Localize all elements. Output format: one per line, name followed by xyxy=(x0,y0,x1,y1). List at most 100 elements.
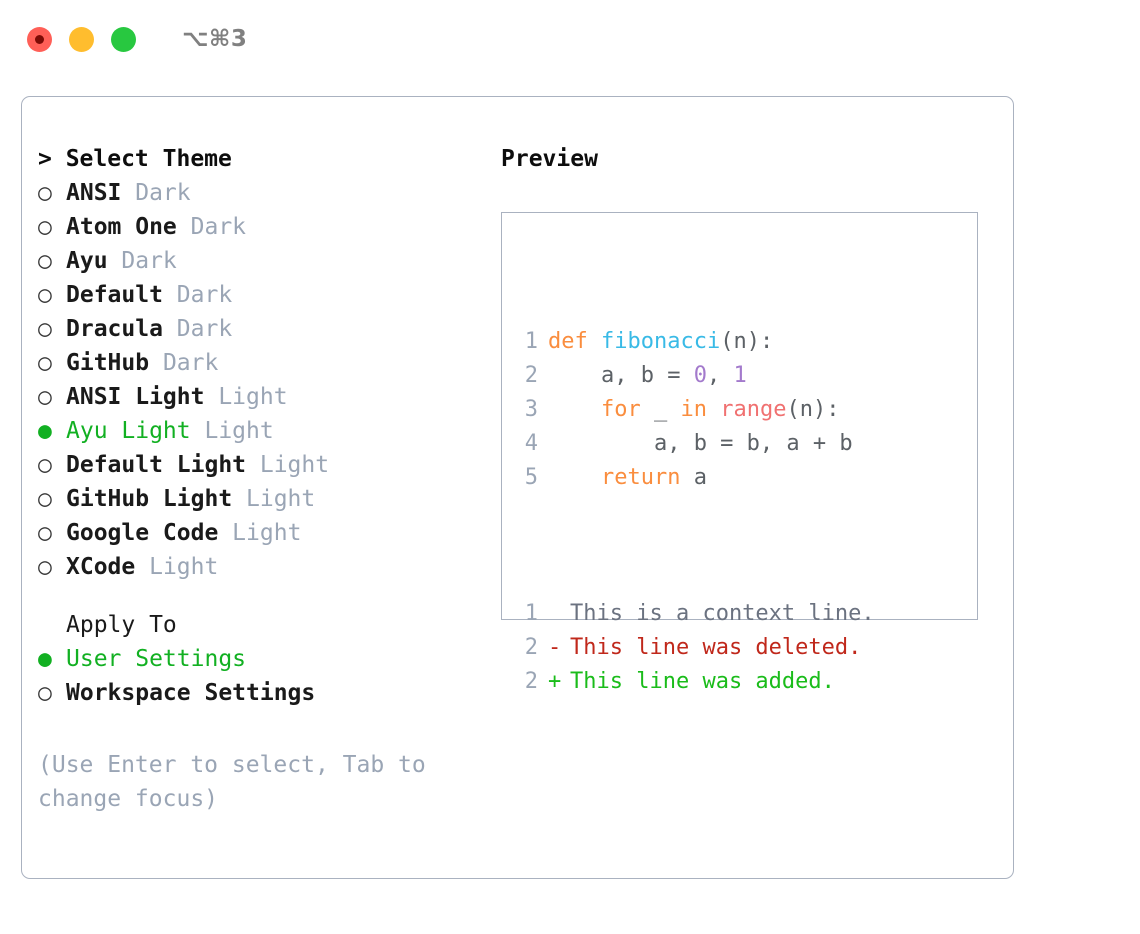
code-line: 3 for _ in range(n): xyxy=(516,393,875,427)
radio-unselected-icon: ○ xyxy=(38,180,52,206)
close-button-icon[interactable] xyxy=(27,26,52,52)
code-token: fibonacci xyxy=(601,329,721,354)
radio-unselected-icon: ○ xyxy=(38,316,52,342)
code-token xyxy=(548,465,601,490)
line-number: 3 xyxy=(524,397,538,422)
line-number: 5 xyxy=(524,465,538,490)
radio-unselected-icon: ○ xyxy=(38,248,52,274)
radio-unselected-icon: ○ xyxy=(38,554,52,580)
theme-variant-tag: Light xyxy=(204,384,288,410)
theme-option-github[interactable]: ○GitHub Dark xyxy=(38,346,468,380)
traffic-light-buttons xyxy=(27,26,136,52)
diff-lines: 1 This is a context line.2-This line was… xyxy=(516,597,875,699)
code-line: 1 def fibonacci(n): xyxy=(516,325,875,359)
theme-name: ANSI xyxy=(66,180,122,206)
code-token: in xyxy=(680,397,707,422)
theme-name: Ayu xyxy=(66,248,108,274)
theme-variant-tag: Light xyxy=(190,418,274,444)
code-token: (n): xyxy=(720,329,774,354)
code-line: 5 return a xyxy=(516,461,875,495)
radio-unselected-icon: ○ xyxy=(38,384,52,410)
apply-to-label: User Settings xyxy=(66,646,247,672)
theme-name: Atom One xyxy=(66,214,177,240)
title-bar: ⌥⌘3 xyxy=(0,0,1140,78)
theme-option-ansi-light[interactable]: ○ANSI Light Light xyxy=(38,380,468,414)
theme-name: XCode xyxy=(66,554,136,580)
theme-name: Google Code xyxy=(66,520,219,546)
theme-option-dracula[interactable]: ○ Dracula Dark xyxy=(38,312,468,346)
code-token: (n): xyxy=(786,397,840,422)
select-theme-header: > Select Theme xyxy=(38,146,232,172)
maximize-button-icon[interactable] xyxy=(111,26,136,52)
theme-option-github-light[interactable]: ○GitHub Light Light xyxy=(38,482,468,516)
code-token: 1 xyxy=(733,363,747,388)
diff-line: 1 This is a context line. xyxy=(516,597,875,631)
code-token: , xyxy=(706,363,734,388)
minimize-button-icon[interactable] xyxy=(69,26,94,52)
code-token: 0 xyxy=(693,363,707,388)
line-number: 2 xyxy=(524,669,538,694)
diff-sign xyxy=(548,597,570,631)
preview-header: Preview xyxy=(501,146,598,172)
code-token xyxy=(707,397,720,422)
theme-variant-tag: Dark xyxy=(121,180,191,206)
theme-name: Ayu Light xyxy=(66,418,191,444)
code-token xyxy=(588,329,601,354)
theme-name: Default Light xyxy=(66,452,247,478)
theme-variant-tag: Light xyxy=(135,554,219,580)
theme-name: Dracula xyxy=(66,316,163,342)
line-number: 1 xyxy=(524,329,538,354)
radio-selected-icon: ● xyxy=(38,646,52,672)
radio-unselected-icon: ○ xyxy=(38,486,52,512)
theme-variant-tag: Dark xyxy=(176,214,247,240)
line-number: 2 xyxy=(524,363,538,388)
theme-option-ayu[interactable]: ○ Ayu Dark xyxy=(38,244,468,278)
code-token: _ xyxy=(640,397,681,422)
theme-option-xcode[interactable]: ○ XCode Light xyxy=(38,550,468,584)
code-token xyxy=(548,397,601,422)
theme-variant-tag: Dark xyxy=(107,248,177,274)
theme-option-default-light[interactable]: ○ Default Light Light xyxy=(38,448,468,482)
theme-option-ayu-light[interactable]: ● Ayu Light Light xyxy=(38,414,468,448)
code-line: 2 a, b = 0, 1 xyxy=(516,359,875,393)
diff-line: 2-This line was deleted. xyxy=(516,631,875,665)
theme-option-default[interactable]: ○Default Dark xyxy=(38,278,468,312)
diff-line: 2 + This line was added. xyxy=(516,665,875,699)
code-token: def xyxy=(548,329,588,354)
theme-variant-tag: Dark xyxy=(162,316,233,342)
keyboard-hint-text: (Use Enter to select, Tab to change focu… xyxy=(38,752,426,812)
theme-name: Default xyxy=(66,282,163,308)
radio-unselected-icon: ○ xyxy=(38,350,52,376)
code-token: a, b = b, a + b xyxy=(548,431,853,456)
apply-to-list: ● User Settings ○Workspace Settings xyxy=(38,642,468,710)
theme-variant-tag: Light xyxy=(246,452,330,478)
diff-sign: + xyxy=(548,669,562,694)
code-token: return xyxy=(600,465,681,490)
apply-to-option-user-settings[interactable]: ● User Settings xyxy=(38,642,468,676)
theme-option-atom-one[interactable]: ○Atom One Dark xyxy=(38,210,468,244)
code-token: a xyxy=(680,465,707,490)
theme-picker-card: > Select Theme ○ANSI Dark○Atom One Dark○… xyxy=(21,96,1014,879)
apply-to-section: Apply To ● User Settings ○Workspace Settin… xyxy=(38,608,468,710)
apply-to-header: Apply To xyxy=(66,612,177,638)
code-token: a, b = xyxy=(548,363,694,388)
diff-text: This line was added. xyxy=(570,669,835,694)
radio-selected-icon: ● xyxy=(38,418,52,444)
code-token: range xyxy=(720,397,787,422)
theme-option-google-code[interactable]: ○Google Code Light xyxy=(38,516,468,550)
diff-text: This is a context line. xyxy=(570,601,875,626)
theme-variant-tag: Light xyxy=(232,486,316,512)
radio-unselected-icon: ○ xyxy=(38,452,52,478)
theme-variant-tag: Dark xyxy=(162,282,233,308)
theme-variant-tag: Light xyxy=(218,520,302,546)
theme-list: ○ANSI Dark○Atom One Dark○Ayu Dark○Defaul… xyxy=(38,176,468,584)
apply-to-option-workspace-settings[interactable]: ○Workspace Settings xyxy=(38,676,468,710)
apply-to-label: Workspace Settings xyxy=(66,680,316,706)
code-line: 4 a, b = b, a + b xyxy=(516,427,875,461)
theme-option-ansi[interactable]: ○ ANSI Dark xyxy=(38,176,468,210)
